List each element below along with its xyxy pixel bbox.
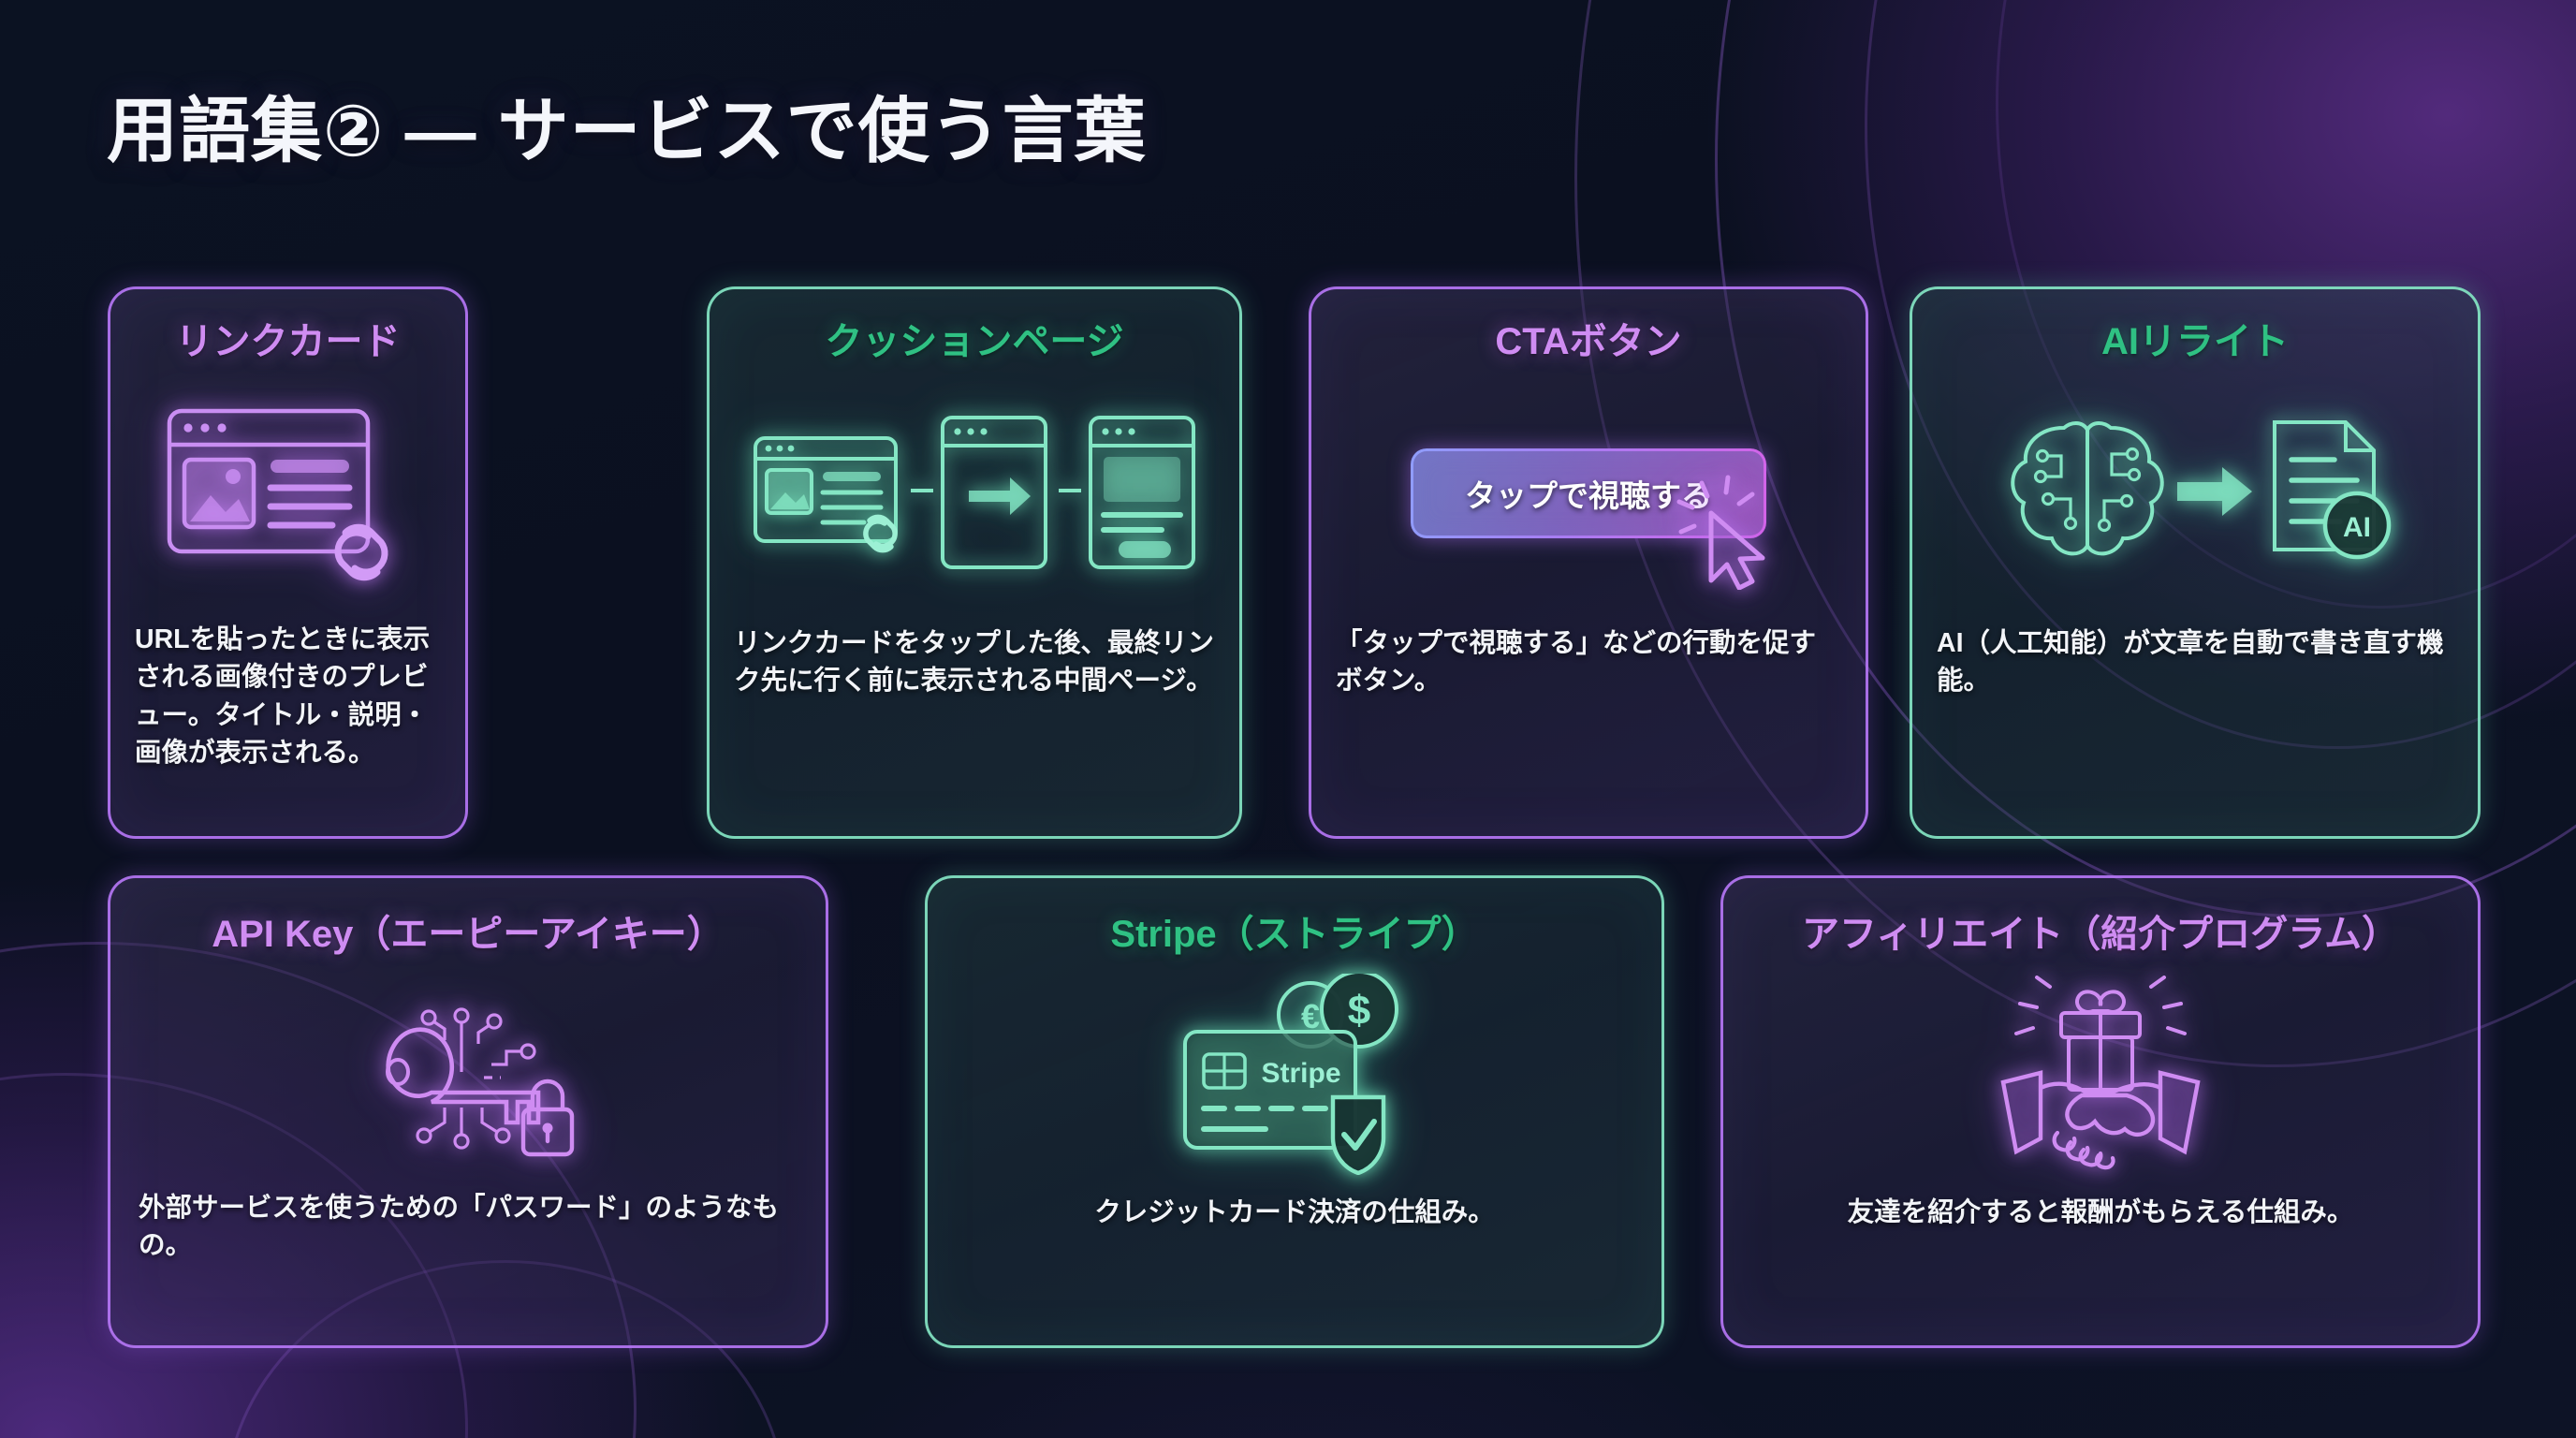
card-description: URLを貼ったときに表示される画像付きのプレビュー。タイトル・説明・画像が表示さ… — [135, 624, 431, 769]
page-flow-arrow-icon — [750, 362, 1199, 624]
cta-button-cursor-icon: タップで視聴する — [1411, 362, 1766, 624]
glossary-card-stripe: Stripe（ストライプ） € $ Stripe — [925, 875, 1664, 1348]
card-description: リンクカードをタップした後、最終リンク先に行く前に表示される中間ページ。 — [734, 628, 1215, 697]
glossary-card-affiliate: アフィリエイト（紹介プログラム） — [1720, 875, 2481, 1348]
card-title: Stripe（ストライプ） — [1110, 914, 1479, 955]
card-title: CTAボタン — [1495, 321, 1682, 362]
cta-button-label: タップで視聴する — [1465, 478, 1712, 513]
glossary-card-cushion-page: クッションページ — [707, 286, 1242, 839]
glossary-card-api-key: API Key（エーピーアイキー） — [108, 875, 828, 1348]
credit-card-coins-shield-icon: € $ Stripe — [1168, 955, 1421, 1194]
card-title: AIリライト — [2101, 321, 2289, 362]
card-title: リンクカード — [175, 321, 401, 362]
browser-preview-link-icon — [162, 368, 415, 621]
gift-handshake-icon — [1960, 955, 2241, 1194]
ai-badge-text: AI — [2343, 512, 2371, 543]
cta-demo-button[interactable]: タップで視聴する — [1411, 448, 1766, 590]
cursor-icon — [1676, 475, 1765, 590]
card-description: 「タップで視聴する」などの行動を促すボタン。 — [1336, 628, 1817, 697]
svg-text:$: $ — [1348, 988, 1370, 1034]
glossary-card-ai-rewrite: AIリライト — [1910, 286, 2481, 839]
page-title: 用語集② — サービスで使う言葉 — [107, 92, 1147, 171]
glossary-card-cta-button: CTAボタン タップで視聴する 「タップで視聴する」などの行動を促すボタン。 — [1309, 286, 1868, 839]
glossary-card-link-card: リンクカード URLを貼ったときに表示される画像 — [108, 286, 468, 839]
brain-to-document-icon: AI — [1994, 362, 2396, 624]
card-title: クッションページ — [825, 321, 1124, 362]
card-description: 友達を紹介すると報酬がもらえる仕組み。 — [1847, 1197, 2354, 1227]
card-title: アフィリエイト（紹介プログラム） — [1802, 914, 2399, 955]
card-title: API Key（エーピーアイキー） — [212, 914, 724, 955]
card-description: AI（人工知能）が文章を自動で書き直す機能。 — [1937, 628, 2444, 697]
stripe-card-brand: Stripe — [1261, 1058, 1340, 1089]
svg-text:€: € — [1301, 997, 1320, 1035]
key-circuit-lock-icon — [351, 955, 585, 1189]
card-description: クレジットカード決済の仕組み。 — [1094, 1197, 1495, 1227]
card-description: 外部サービスを使うための「パスワード」のようなもの。 — [139, 1193, 780, 1261]
